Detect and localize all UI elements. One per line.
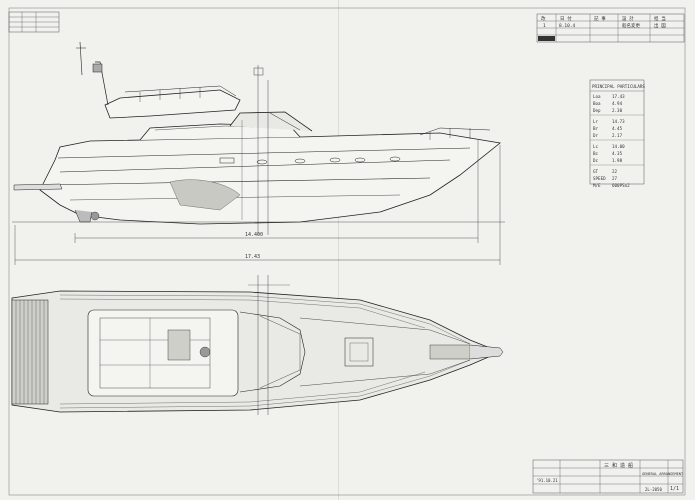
particular-value: 22 <box>612 169 618 174</box>
particular-label: Lc <box>593 144 599 149</box>
tb-r3: 船名変更 <box>622 22 640 29</box>
particular-label: Dr <box>593 133 599 138</box>
tb-r4: 出 図 <box>654 22 666 29</box>
particular-value: 4.94 <box>612 101 623 106</box>
lwl-dimension: 14.400 <box>245 232 263 238</box>
particular-value: 2.17 <box>612 133 623 138</box>
particulars-heading: PRINCIPAL PARTICULARS <box>592 84 645 89</box>
particular-value: 600PSx2 <box>612 183 630 188</box>
plan-view <box>11 275 504 415</box>
title-block-top-right: 改 日 付 記 事 設 計 担 当 1 8.10.4 船名変更 出 図 <box>536 13 685 43</box>
particular-label: Dc <box>593 158 599 163</box>
title-block-bottom <box>532 459 684 494</box>
title-block-top-left <box>8 11 60 33</box>
particular-value: 14.73 <box>612 119 625 124</box>
particular-label: GT <box>593 169 599 174</box>
particular-label: Boa <box>593 101 601 106</box>
tb-h3: 記 事 <box>594 15 606 22</box>
loa-dimension: 17.43 <box>245 254 260 260</box>
particular-label: Br <box>593 126 599 131</box>
particular-label: Bc <box>593 151 599 156</box>
side-profile <box>13 41 501 235</box>
dimension-lines <box>12 140 505 265</box>
particular-label: M/E <box>593 183 601 188</box>
particular-label: Lr <box>593 119 599 124</box>
particular-label: Dep <box>593 108 601 113</box>
drawing-date: '91.10.21 <box>536 478 558 483</box>
footer-note: 2L-2050 <box>645 487 662 492</box>
particular-value: 4.35 <box>612 151 623 156</box>
tb-h1: 改 <box>541 15 546 22</box>
tb-h4: 設 計 <box>622 15 634 22</box>
tb-h2: 日 付 <box>560 15 572 22</box>
drawing-frame <box>8 7 686 496</box>
particular-value: 2.30 <box>612 108 623 113</box>
tb-r1: 1 <box>543 23 546 29</box>
paper-fold-line <box>338 0 339 500</box>
particular-label: Loa <box>593 94 601 99</box>
particular-value: 17.43 <box>612 94 625 99</box>
particular-label: SPEED <box>593 176 606 181</box>
tb-black-cell <box>538 36 555 41</box>
tb-h5: 担 当 <box>654 15 666 22</box>
particular-value: 4.45 <box>612 126 623 131</box>
company-name: 三 和 造 船 <box>604 462 633 469</box>
particular-value: 27 <box>612 176 618 181</box>
drawing-title: GENERAL ARRANGEMENT <box>642 472 684 476</box>
particular-value: 14.00 <box>612 144 625 149</box>
drawing-scale: 1/1 <box>670 486 679 492</box>
particular-value: 1.98 <box>612 158 623 163</box>
tb-r2: 8.10.4 <box>559 23 576 29</box>
